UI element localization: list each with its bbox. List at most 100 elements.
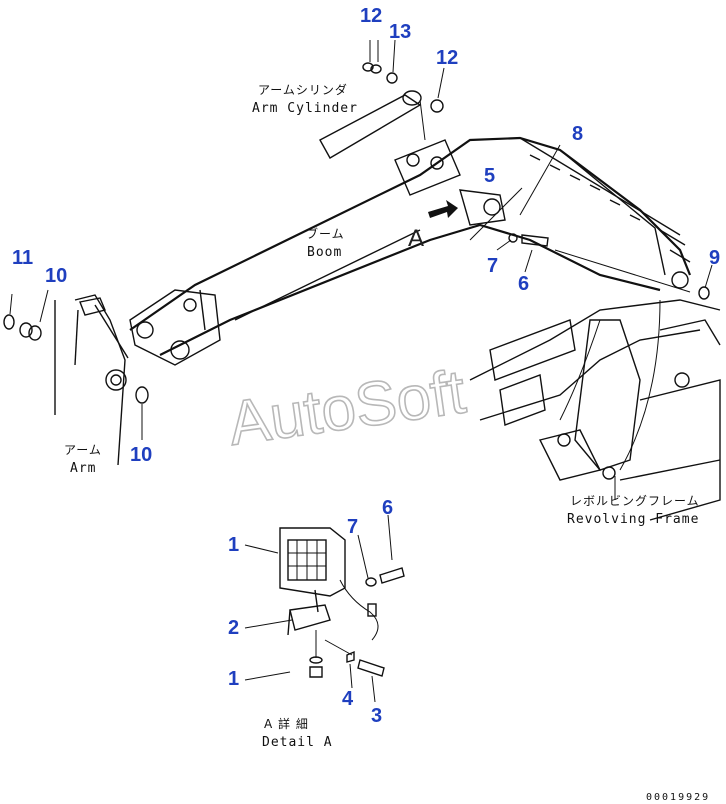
frame-lower — [538, 429, 602, 481]
leader-7b — [357, 534, 369, 579]
callout-4: 4 — [342, 688, 354, 710]
leader-1b — [244, 671, 291, 681]
frame-side — [639, 379, 721, 521]
arm-bracket — [79, 297, 106, 316]
bracket-edge — [287, 609, 291, 636]
leaders-4-3 — [349, 663, 376, 703]
washer-10b — [135, 386, 149, 404]
lamp-cable — [339, 579, 379, 641]
nut-1b — [309, 666, 323, 678]
leaders-11-10 — [9, 289, 49, 323]
label-arm-cylinder-jp: アームシリンダ — [258, 82, 348, 97]
label-revolving-frame-jp: レボルビングフレーム — [570, 494, 700, 508]
washer-7a — [508, 233, 518, 243]
grommet-9 — [698, 286, 710, 300]
washer-11 — [3, 314, 15, 330]
boom-foot-pin — [671, 271, 689, 289]
frame-top-detail — [659, 319, 721, 346]
lamp-connector — [367, 603, 377, 617]
washer-7b — [365, 577, 377, 587]
callout-8: 8 — [572, 123, 583, 145]
boom-web-line — [199, 289, 206, 331]
callout-6a: 6 — [518, 273, 529, 295]
leader-12b — [437, 67, 445, 99]
washer-12a-2 — [370, 64, 382, 74]
work-lamp-body — [279, 527, 346, 597]
harness-line — [554, 249, 691, 293]
bracket-pin-2 — [430, 156, 444, 170]
arm-boss — [105, 369, 127, 391]
callout-2: 2 — [228, 617, 239, 639]
label-detail-en: Detail A — [262, 735, 333, 750]
callout-1a: 1 — [228, 534, 239, 556]
watermark: AutoSoft — [224, 357, 469, 458]
bolt-3 — [357, 659, 385, 677]
leader-8 — [519, 144, 561, 216]
frame-pin-3 — [674, 372, 690, 388]
leader-6b — [387, 514, 393, 561]
leader-boom-8 — [469, 187, 523, 241]
callout-6b: 6 — [382, 497, 393, 519]
arm-cylinder — [319, 90, 426, 159]
bracket-pin-1 — [406, 153, 420, 167]
arm-cylinder-end — [402, 90, 422, 106]
bolt-6b — [379, 567, 405, 584]
lamp-bracket-2 — [289, 604, 331, 631]
boom-bottom-edge — [159, 223, 661, 356]
boom-assembly — [129, 136, 692, 366]
callout-7a: 7 — [487, 255, 498, 277]
callout-10b: 10 — [130, 444, 152, 466]
callout-12a: 12 — [360, 5, 382, 27]
boom-foot — [129, 289, 221, 366]
label-detail-jp: A 詳 細 — [264, 716, 309, 731]
leader-6a — [524, 249, 533, 273]
lamp-mount-boss — [483, 198, 501, 216]
callout-1b: 1 — [228, 668, 239, 690]
boom-pin-3 — [183, 298, 197, 312]
washer-13 — [386, 72, 398, 84]
washer-4 — [346, 650, 355, 663]
arm-cylinder-leader — [419, 99, 426, 141]
lamp-mount-plate — [459, 189, 506, 226]
frame-hose-2 — [619, 299, 661, 471]
label-arm-cylinder-en: Arm Cylinder — [252, 101, 358, 116]
leader-7a — [496, 239, 512, 251]
washer-12b — [430, 99, 444, 113]
boom-top-rail — [519, 137, 681, 236]
leader-12a — [369, 40, 379, 62]
boom-pin-1 — [136, 321, 154, 339]
arm-edge-3 — [74, 309, 79, 366]
label-boom-jp: ブーム — [306, 226, 345, 241]
boom-bracket — [394, 139, 461, 196]
drawing-code: 00019929 — [646, 792, 710, 803]
frame-rail — [619, 459, 721, 481]
leader-9 — [704, 264, 713, 289]
arm-assembly — [54, 294, 129, 466]
arm-cylinder-body — [319, 94, 422, 159]
label-revolving-frame-en: Revolving Frame — [567, 512, 699, 527]
hose-clamps — [529, 154, 641, 221]
frame-box-2 — [499, 374, 546, 426]
revolving-frame — [469, 299, 721, 521]
label-arm-en: Arm — [70, 461, 96, 476]
washer-12a — [362, 62, 374, 72]
label-arm-jp: アーム — [64, 443, 102, 457]
washer-10a-2 — [28, 325, 42, 341]
leader-1a — [244, 544, 279, 554]
washer-10a-1 — [19, 322, 33, 338]
frame-upright — [574, 319, 641, 471]
leader-detail — [324, 639, 353, 656]
callout-10a: 10 — [45, 265, 67, 287]
boom-rear-edge — [559, 149, 666, 276]
bolt-6a — [521, 234, 549, 247]
lamp-lens-grid — [288, 540, 326, 580]
callout-11: 11 — [12, 247, 33, 269]
leader-2 — [244, 619, 293, 629]
frame-pin-1 — [557, 433, 571, 447]
callout-12b: 12 — [436, 47, 458, 69]
frame-hose — [559, 319, 601, 421]
lamp-stem — [314, 589, 319, 613]
arm-boss-inner — [110, 374, 122, 386]
